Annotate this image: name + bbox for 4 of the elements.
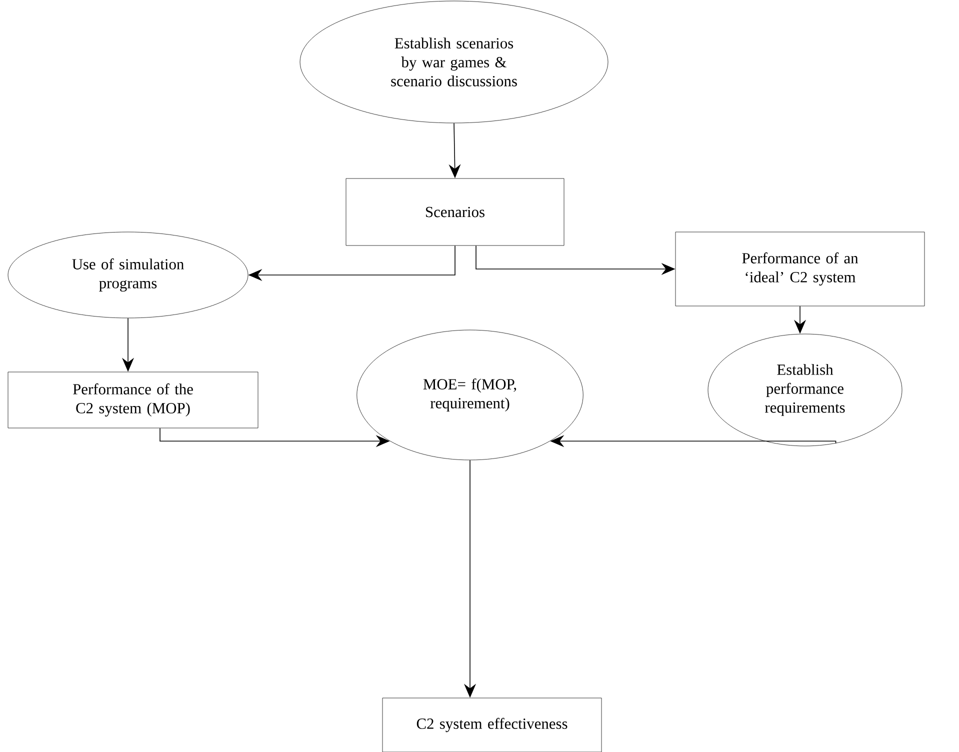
process-box: Performance of an ‘ideal’ C2 system	[675, 232, 925, 306]
process-box: C2 system effectiveness	[382, 698, 602, 752]
process-box: Performance of the C2 system (MOP)	[8, 372, 258, 428]
process-box: Scenarios	[346, 178, 564, 246]
